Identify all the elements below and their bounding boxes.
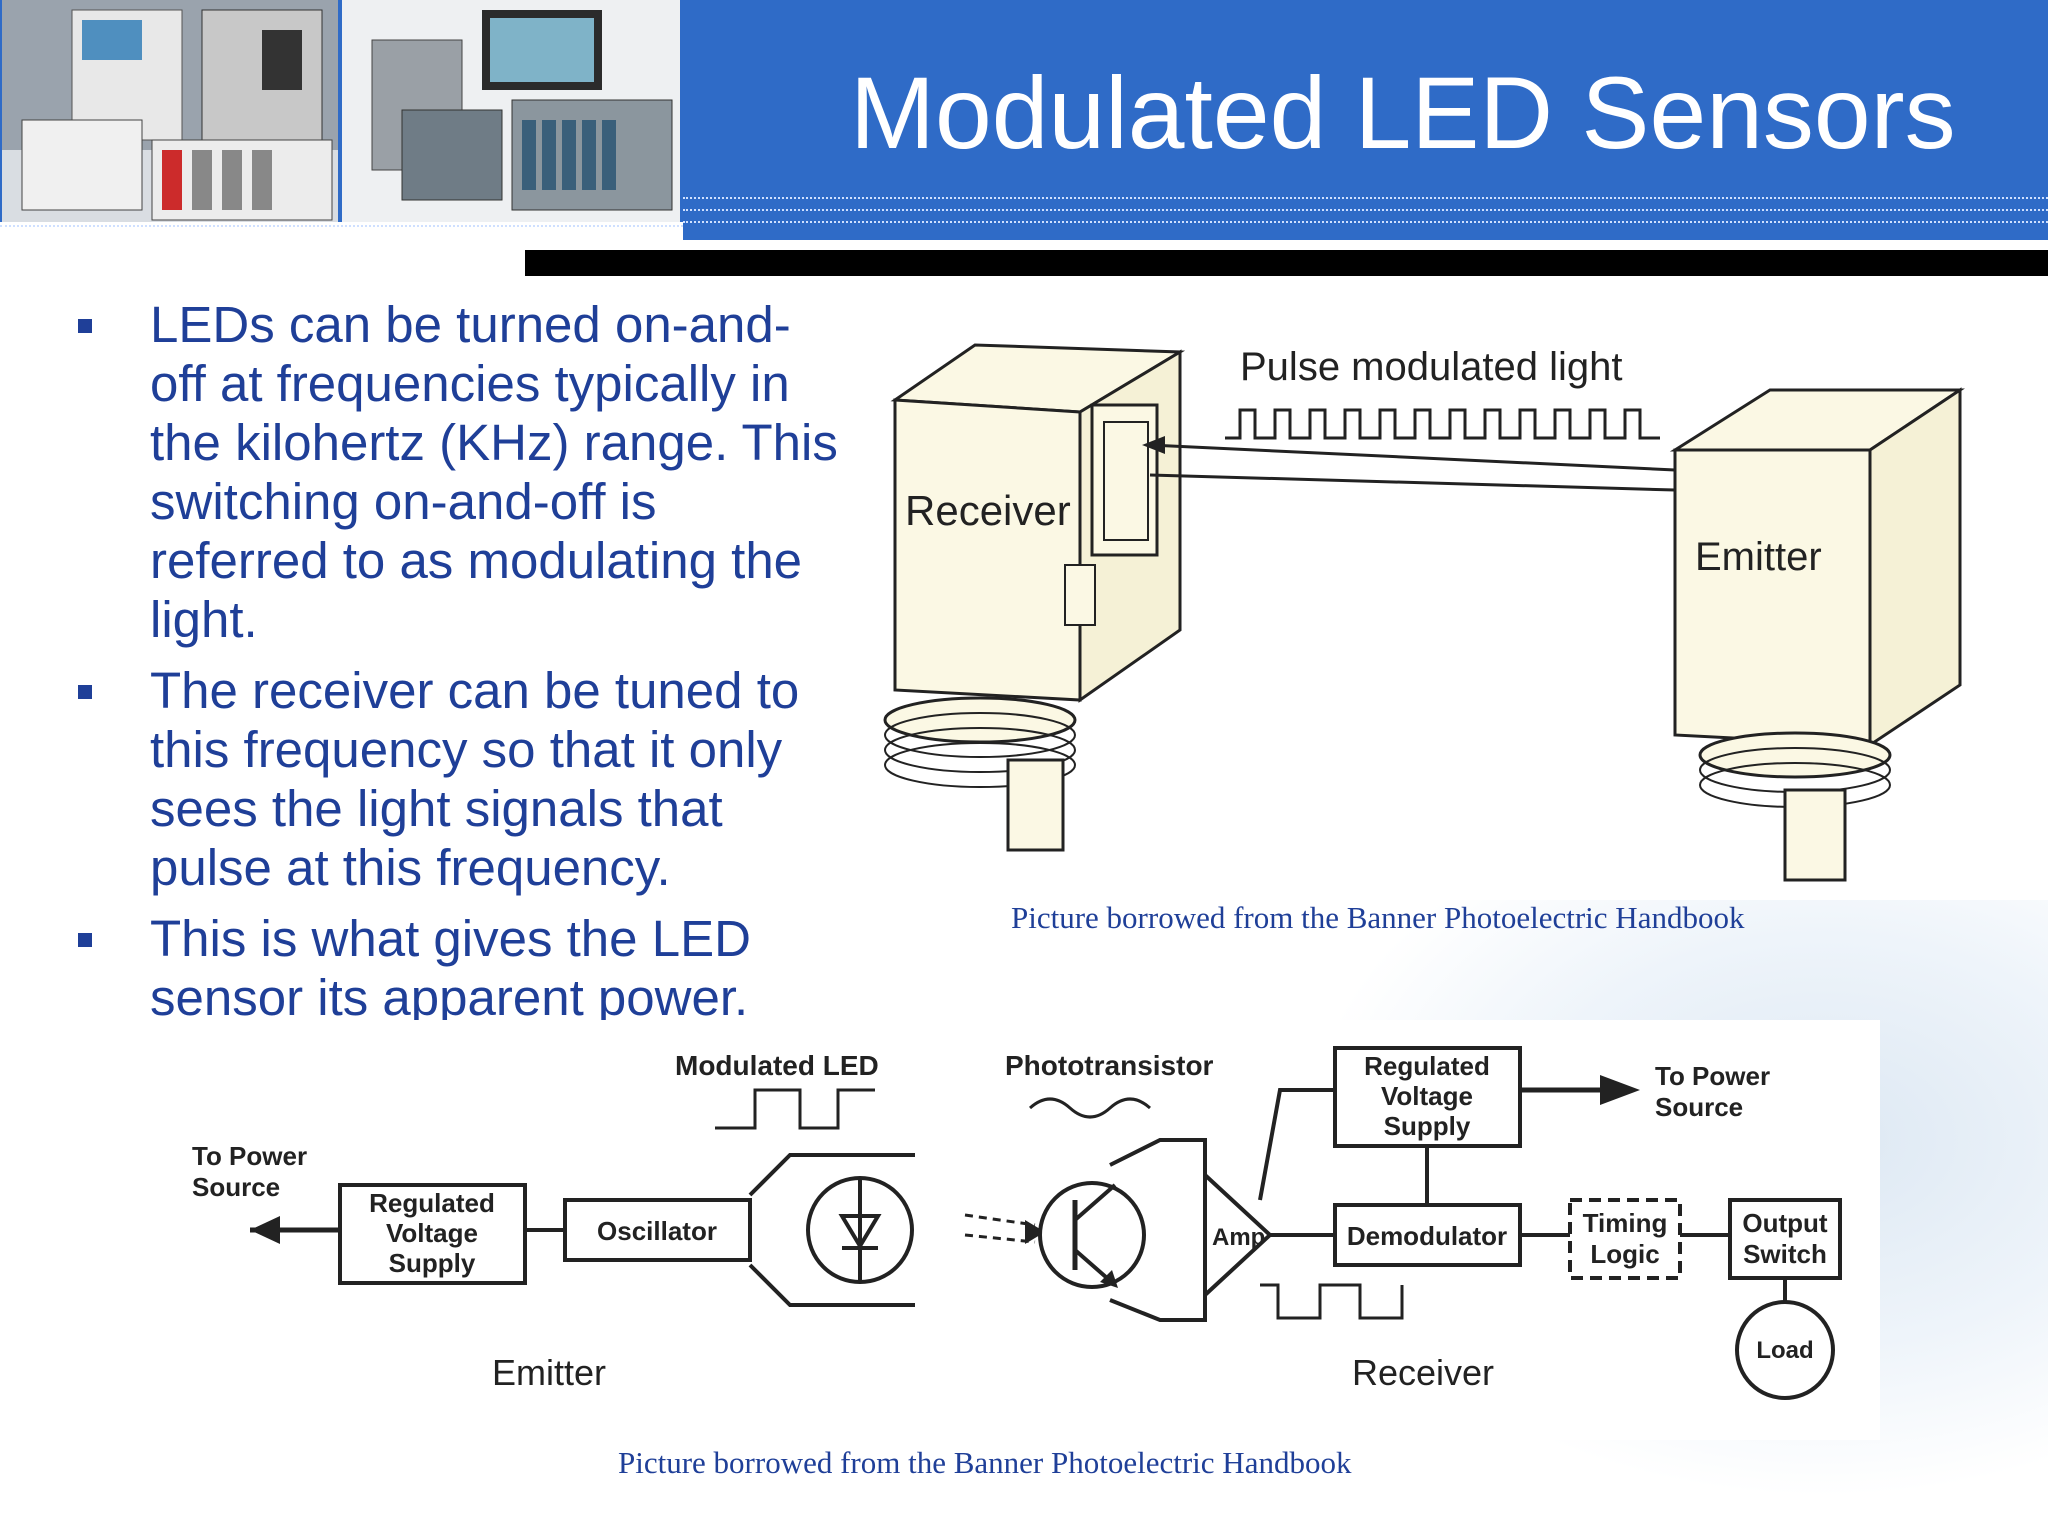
block-diagram-figure: To Power Source Regulated Voltage Supply…: [170, 1020, 1880, 1440]
block-label: Supply: [1384, 1111, 1471, 1141]
right-power-label-line2: Source: [1655, 1092, 1743, 1122]
light-beam-line: [1149, 443, 1676, 472]
amp-icon: [1203, 1170, 1273, 1300]
arrow-right-icon: [1600, 1075, 1640, 1105]
demodulator-label: Demodulator: [1347, 1221, 1507, 1251]
block-label: Switch: [1743, 1239, 1827, 1269]
receiver-sensor-drawing: Receiver: [883, 343, 1186, 852]
block-label: Regulated: [369, 1188, 495, 1218]
header-dotted-line-4: [0, 225, 683, 227]
receiver-section-label: Receiver: [1352, 1352, 1494, 1393]
header-dotted-line-1: [683, 197, 2048, 199]
timing-logic-block: [1568, 1198, 1682, 1280]
light-beam-line: [1149, 473, 1676, 492]
load-icon: [1735, 1300, 1835, 1400]
bullet-item: This is what gives the LED sensor its ap…: [70, 909, 840, 1027]
emitter-section-label: Emitter: [492, 1352, 606, 1393]
block-label: Voltage: [386, 1218, 478, 1248]
regulated-supply-left-block: [338, 1183, 527, 1285]
left-power-label-line2: Source: [192, 1172, 280, 1202]
header-photo-strip: [0, 0, 683, 222]
block-label: Voltage: [1381, 1081, 1473, 1111]
header-black-bar: [525, 250, 2048, 276]
header-dotted-line-2: [683, 209, 2048, 211]
bullet-square-icon: [78, 319, 92, 333]
block-label: Supply: [389, 1248, 476, 1278]
bullet-item: LEDs can be turned on-and-off at frequen…: [70, 295, 840, 649]
phototransistor-label: Phototransistor: [1005, 1050, 1214, 1081]
arrow-head-icon: [1142, 436, 1165, 454]
emitter-label: Emitter: [1695, 535, 1822, 579]
amp-label: Amp: [1212, 1224, 1265, 1251]
slide-title: Modulated LED Sensors: [850, 56, 1956, 170]
left-power-label-line1: To Power: [192, 1141, 307, 1171]
plc-photo-right: [342, 0, 680, 222]
plc-photo-left: [2, 0, 338, 222]
output-switch-block: [1728, 1198, 1842, 1280]
figure-caption-bottom: Picture borrowed from the Banner Photoel…: [618, 1445, 1352, 1480]
sensor-pair-figure: Receiver Emitter Pulse modulated light: [880, 330, 1980, 890]
pulse-waveform: [1225, 408, 1660, 440]
block-label: Regulated: [1364, 1051, 1490, 1081]
block-label: Logic: [1590, 1239, 1659, 1269]
block-label: Output: [1742, 1208, 1828, 1238]
regulated-supply-right-block: [1333, 1046, 1522, 1148]
receiver-label: Receiver: [905, 487, 1071, 534]
phototransistor-icon: [1038, 1181, 1146, 1289]
header-dotted-line-3: [683, 221, 2048, 223]
header-band: [683, 0, 2048, 240]
bullet-list: LEDs can be turned on-and-off at frequen…: [70, 295, 840, 1039]
arrow-left-icon: [250, 1216, 280, 1244]
bullet-square-icon: [78, 685, 92, 699]
demodulator-block: [1333, 1203, 1522, 1267]
oscillator-block: [563, 1198, 752, 1262]
right-power-label-line1: To Power: [1655, 1061, 1770, 1091]
slide-header: Modulated LED Sensors: [0, 0, 2048, 240]
bullet-square-icon: [78, 933, 92, 947]
light-arrow-icon: [1025, 1220, 1045, 1244]
emitter-sensor-drawing: Emitter: [1669, 387, 1965, 882]
figure-caption-top: Picture borrowed from the Banner Photoel…: [1011, 900, 1745, 935]
block-label: Timing: [1583, 1208, 1668, 1238]
bullet-item: The receiver can be tuned to this freque…: [70, 661, 840, 897]
pulse-modulated-light-label: Pulse modulated light: [1240, 345, 1622, 389]
oscillator-label: Oscillator: [597, 1216, 717, 1246]
modulated-led-label: Modulated LED: [675, 1050, 879, 1081]
load-label: Load: [1756, 1337, 1813, 1364]
